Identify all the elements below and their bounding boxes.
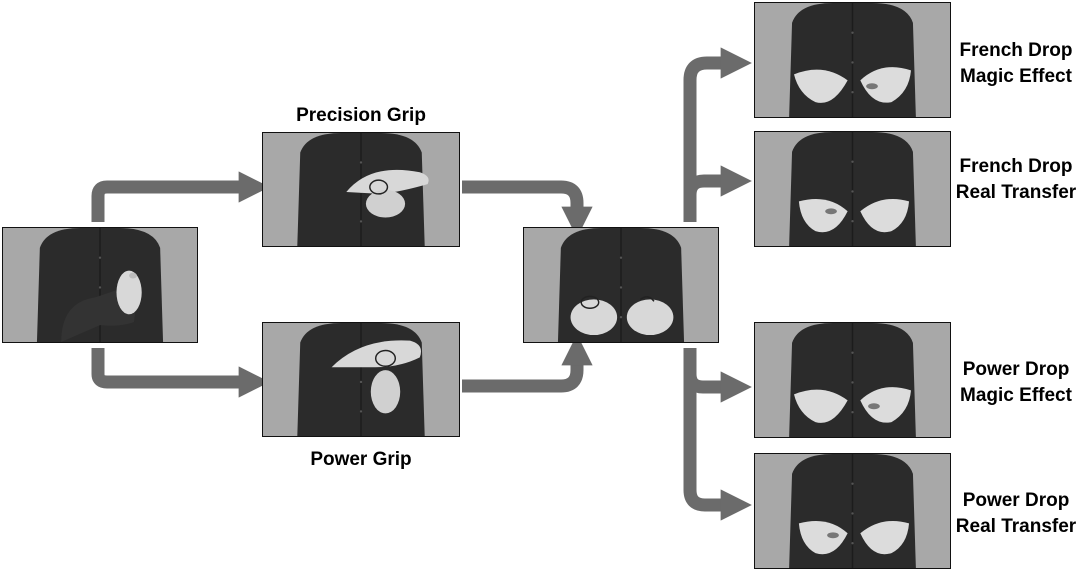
arrow-fists-to-french-real (683, 165, 752, 205)
photo-power-drop-magic (754, 322, 951, 438)
label-power-drop-magic-line2: Magic Effect (960, 385, 1072, 406)
label-french-drop-magic-line2: Magic Effect (960, 66, 1072, 87)
label-power-drop-real-line2: Real Transfer (955, 516, 1077, 537)
label-french-drop-real: French Drop Real Transfer (952, 154, 1080, 206)
photo-power-grip (262, 322, 460, 437)
label-power-grip: Power Grip (310, 449, 412, 470)
photo-closed-fists (523, 227, 719, 343)
label-precision-grip: Precision Grip (296, 105, 426, 126)
label-french-drop-real-line2: Real Transfer (955, 182, 1077, 203)
label-french-drop-magic-line1: French Drop (959, 40, 1073, 61)
photo-power-drop-real (754, 453, 951, 569)
arrow-precision-to-fists (462, 180, 593, 238)
arrow-start-to-power (91, 348, 270, 398)
label-power-drop-real: Power Drop Real Transfer (952, 488, 1080, 540)
photo-start (2, 227, 198, 343)
label-power-drop-magic: Power Drop Magic Effect (952, 357, 1080, 409)
label-french-drop-magic: French Drop Magic Effect (952, 38, 1080, 90)
arrow-power-to-fists (462, 334, 593, 393)
arrow-fists-to-french-magic (683, 47, 752, 222)
label-french-drop-real-line1: French Drop (959, 156, 1073, 177)
photo-french-drop-real (754, 131, 951, 247)
photo-precision-grip (262, 132, 460, 247)
arrow-fists-to-power-real (683, 348, 752, 521)
photo-french-drop-magic (754, 2, 951, 118)
label-power-drop-magic-line1: Power Drop (962, 359, 1070, 380)
arrow-start-to-precision (91, 171, 270, 222)
label-power-drop-real-line1: Power Drop (962, 490, 1070, 511)
